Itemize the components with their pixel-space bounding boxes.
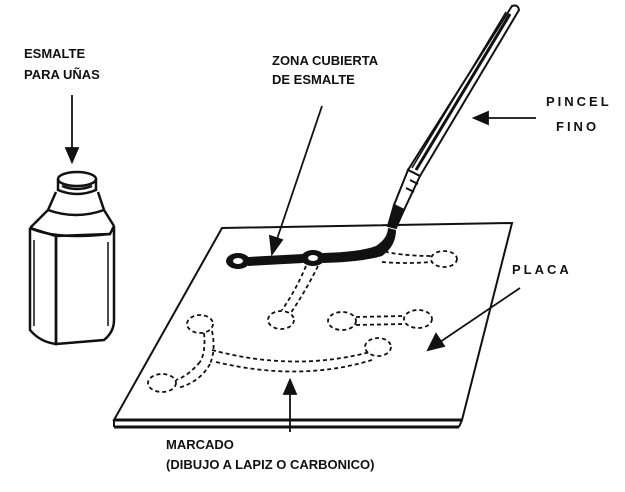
pcb-board <box>112 221 514 429</box>
arrowhead-brush <box>471 110 489 126</box>
arrow-board <box>439 287 521 343</box>
nail-polish-bottle <box>28 170 116 346</box>
covered-zone-label-line2: DE ESMALTE <box>272 72 355 87</box>
arrowhead-nail-polish <box>64 147 80 165</box>
brush-label-line2: FINO <box>556 119 599 134</box>
pencil-marking-traces <box>147 249 458 393</box>
arrow-covered-zone <box>275 105 323 243</box>
arrowhead-covered-zone <box>268 234 284 257</box>
enamel-covered-trace <box>226 228 396 269</box>
fine-brush <box>386 4 521 230</box>
arrowhead-board <box>426 332 446 352</box>
arrows <box>64 95 536 432</box>
brush-label-line1: PINCEL <box>546 94 612 109</box>
nail-polish-label-line1: ESMALTE <box>24 46 85 61</box>
arrowhead-marking <box>282 377 298 395</box>
covered-zone-label-line1: ZONA CUBIERTA <box>272 53 379 68</box>
nail-polish-label-line2: PARA UÑAS <box>24 67 100 82</box>
marking-label-line1: MARCADO <box>166 437 234 452</box>
marking-label-line2: (DIBUJO A LAPIZ O CARBONICO) <box>166 457 374 472</box>
board-label: PLACA <box>512 262 572 277</box>
